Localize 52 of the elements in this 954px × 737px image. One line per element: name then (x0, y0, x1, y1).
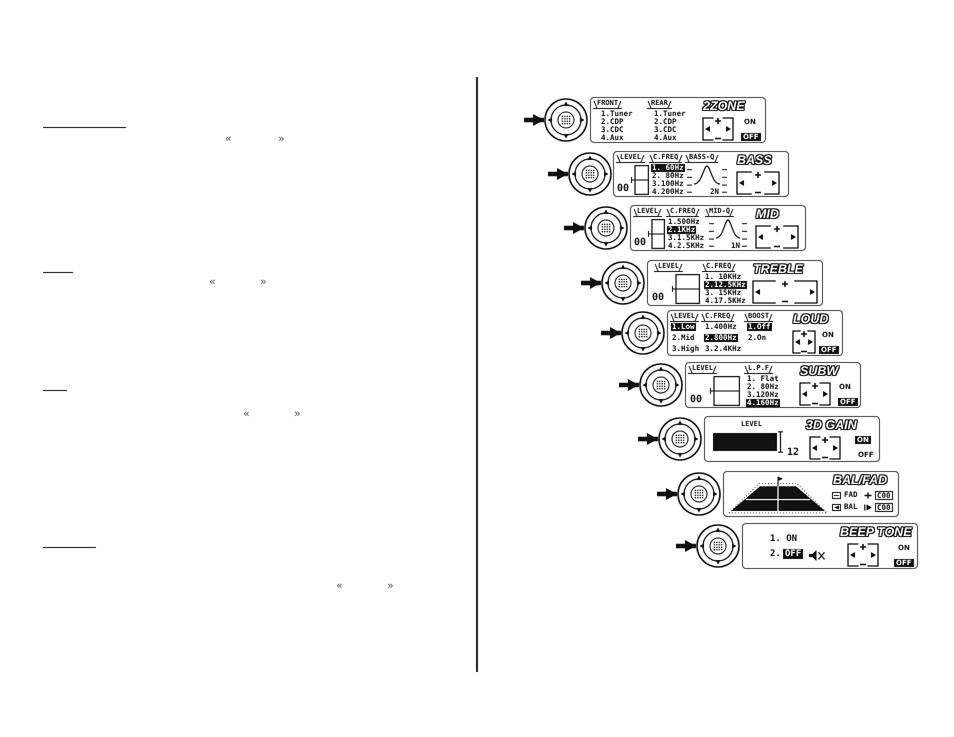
lcd-title: BEEP TONE (839, 525, 913, 539)
arrow (548, 168, 568, 180)
menu-option: 1. ON (769, 534, 798, 544)
arrow (581, 277, 601, 289)
lcd-title: TREBLE (752, 262, 804, 276)
lcd-screen (685, 362, 861, 408)
lcd-title: 3D GAIN (805, 418, 858, 432)
lcd-title: BASS (736, 153, 773, 167)
lcd-screen (647, 260, 823, 306)
quote-mark: « (243, 408, 250, 420)
selected-option: OFF (783, 549, 804, 559)
quote-mark: « (225, 133, 232, 145)
arrow (676, 540, 696, 552)
control-knob (639, 363, 683, 407)
arrow (638, 433, 658, 445)
control-knob (601, 261, 645, 305)
lcd-screen (630, 205, 806, 251)
quote-mark: » (260, 276, 267, 288)
lcd-screen (723, 471, 899, 517)
lcd-screen (704, 416, 880, 462)
control-knob (544, 98, 588, 142)
lcd-title: SUBW (799, 364, 840, 378)
control-knob (584, 206, 628, 250)
lcd-screen (667, 310, 843, 356)
quote-mark: « (209, 276, 216, 288)
quote-mark: » (387, 580, 394, 592)
level-value: 00 (634, 237, 646, 248)
lcd-title: MID (755, 207, 780, 221)
control-knob (696, 524, 740, 568)
lcd-screen (590, 97, 766, 143)
level-value: 00 (690, 394, 702, 405)
control-knob (621, 311, 665, 355)
arrow (564, 222, 584, 234)
lcd-screen (613, 151, 789, 197)
control-knob (658, 417, 702, 461)
lcd-title: LOUD (792, 312, 830, 326)
menu-option: 2. (769, 549, 782, 559)
lcd-title: 2ZONE (702, 99, 746, 113)
control-knob (568, 152, 612, 196)
quote-mark: » (278, 133, 285, 145)
arrow (619, 379, 639, 391)
arrow (524, 114, 544, 126)
level-value: 12 (787, 447, 800, 458)
lcd-title: BAL/FAD (832, 473, 888, 487)
quote-mark: « (336, 580, 343, 592)
level-value: 00 (617, 183, 630, 194)
arrow (657, 488, 677, 500)
level-value: 00 (652, 292, 664, 303)
quote-mark: » (294, 408, 301, 420)
control-knob (677, 472, 721, 516)
arrow (601, 327, 621, 339)
lcd-screen (742, 523, 918, 569)
